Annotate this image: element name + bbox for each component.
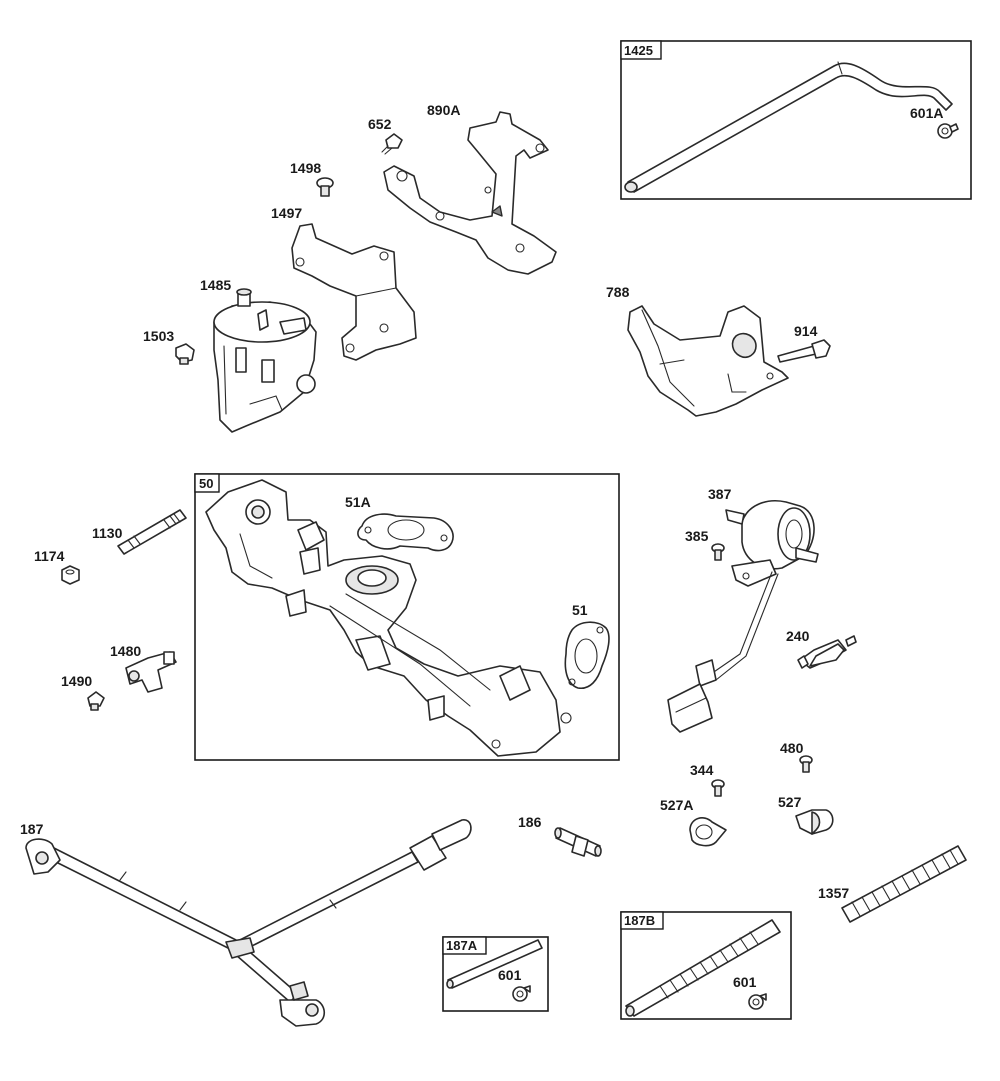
clamp-527A[interactable] (689, 817, 727, 847)
clamp-601-a[interactable] (512, 985, 531, 1002)
frame-1425 (620, 40, 972, 200)
label-601-b[interactable]: 601 (733, 974, 757, 990)
label-187B[interactable]: 187B (624, 913, 655, 928)
fuel-filter-canister-1485[interactable] (213, 288, 317, 433)
tag-1425 (620, 40, 662, 60)
label-652[interactable]: 652 (368, 116, 392, 132)
clamp-601-b[interactable] (748, 993, 767, 1010)
group-187A: 187A 601 (442, 936, 549, 1012)
pump-harness-387 (667, 571, 779, 733)
mounting-bracket-788[interactable] (627, 305, 789, 417)
frame-187A (442, 936, 549, 1012)
corrugated-fuel-hose-187B[interactable] (625, 919, 781, 1017)
label-51[interactable]: 51 (572, 602, 588, 618)
label-1357[interactable]: 1357 (818, 885, 849, 901)
label-1425[interactable]: 1425 (624, 43, 653, 58)
fuel-hose-187A[interactable] (446, 939, 543, 989)
fuel-tube-1425[interactable] (624, 61, 953, 193)
bolt-344[interactable] (711, 779, 725, 797)
corrugated-hose-1357[interactable] (841, 845, 967, 923)
label-1497[interactable]: 1497 (271, 205, 302, 221)
group-187B: 187B 601 (620, 911, 792, 1020)
label-1485[interactable]: 1485 (200, 277, 231, 293)
label-387[interactable]: 387 (708, 486, 732, 502)
label-527[interactable]: 527 (778, 794, 802, 810)
clamp-527[interactable] (795, 809, 834, 835)
gasket-51A[interactable] (357, 513, 454, 552)
tag-187A (442, 936, 487, 955)
label-1490[interactable]: 1490 (61, 673, 92, 689)
fuel-pump-387[interactable] (725, 500, 819, 587)
bolt-914[interactable] (777, 339, 831, 363)
label-890A[interactable]: 890A (427, 102, 460, 118)
bolt-480[interactable] (799, 755, 813, 773)
bolt-1498[interactable] (316, 177, 334, 197)
group-1425: 1425 601A (620, 40, 972, 200)
stud-1130[interactable] (117, 509, 187, 555)
nut-1174[interactable] (61, 565, 80, 585)
label-601-a[interactable]: 601 (498, 967, 522, 983)
label-50[interactable]: 50 (199, 476, 213, 491)
label-601A[interactable]: 601A (910, 105, 943, 121)
tee-fitting-186[interactable] (554, 827, 602, 857)
label-51A[interactable]: 51A (345, 494, 371, 510)
tag-50 (194, 473, 220, 493)
bracket-1497[interactable] (291, 223, 417, 361)
label-344[interactable]: 344 (690, 762, 714, 778)
screw-1503[interactable] (175, 343, 195, 365)
frame-50 (194, 473, 620, 761)
label-914[interactable]: 914 (794, 323, 818, 339)
tag-187B (620, 911, 664, 930)
label-788[interactable]: 788 (606, 284, 630, 300)
group-50: 50 51A 51 (194, 473, 620, 761)
clamp-601A[interactable] (937, 123, 959, 139)
fuel-hose-assembly-187[interactable] (25, 819, 472, 1027)
inline-filter-240[interactable] (797, 635, 857, 669)
label-527A[interactable]: 527A (660, 797, 693, 813)
label-187[interactable]: 187 (20, 821, 44, 837)
fitting-1480[interactable] (125, 651, 177, 693)
label-1498[interactable]: 1498 (290, 160, 321, 176)
screw-385[interactable] (711, 543, 725, 561)
label-480[interactable]: 480 (780, 740, 804, 756)
frame-187B (620, 911, 792, 1020)
gasket-51[interactable] (564, 621, 610, 690)
label-187A[interactable]: 187A (446, 938, 478, 953)
label-240[interactable]: 240 (786, 628, 810, 644)
label-385[interactable]: 385 (685, 528, 709, 544)
bolt-652[interactable] (381, 133, 403, 155)
intake-manifold-50[interactable] (205, 479, 572, 757)
bracket-890A[interactable] (383, 111, 557, 275)
label-1480[interactable]: 1480 (110, 643, 141, 659)
label-1174[interactable]: 1174 (34, 548, 65, 564)
label-186[interactable]: 186 (518, 814, 542, 830)
label-1130[interactable]: 1130 (92, 525, 123, 541)
bolt-1490[interactable] (87, 691, 105, 711)
label-1503[interactable]: 1503 (143, 328, 174, 344)
